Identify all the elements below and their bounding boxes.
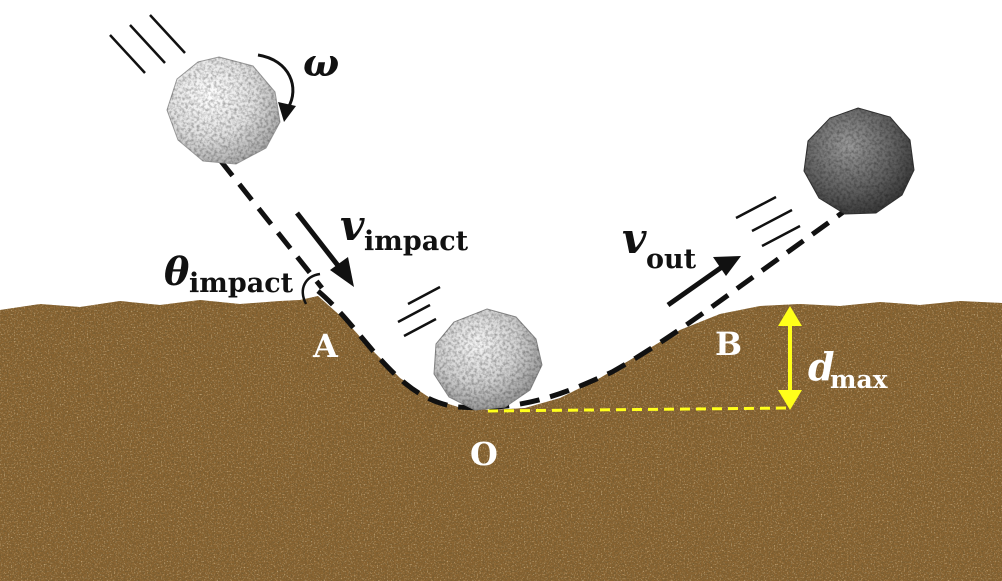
- trajectory: [218, 158, 862, 411]
- omega-label: ω: [303, 40, 339, 85]
- point-a-label: A: [312, 327, 339, 365]
- streak-bottom-2: [403, 317, 437, 338]
- impact-angle-arc: [301, 272, 321, 305]
- depth-baseline: [487, 406, 793, 413]
- rock-incoming: [166, 56, 281, 165]
- streak-bottom-1: [397, 303, 431, 324]
- incoming-trajectory: [218, 158, 324, 290]
- crater-trajectory: [316, 197, 862, 411]
- streak-bottom-3: [407, 285, 441, 306]
- streak-incoming-1: [109, 34, 146, 74]
- theta-impact-label: θ impact: [164, 249, 294, 299]
- rotation-arrow-head: [278, 102, 296, 122]
- d-max-label: d max: [808, 344, 889, 394]
- point-b-label: B: [715, 325, 742, 363]
- ground: [0, 296, 1002, 581]
- streak-incoming-2: [129, 24, 166, 64]
- motion-streaks: [109, 14, 801, 338]
- v-out-label: v out: [622, 214, 697, 275]
- streak-out-3: [761, 224, 801, 248]
- v-impact-label: v impact: [340, 201, 469, 257]
- outgoing-velocity-arrow: [666, 256, 741, 308]
- rock-outgoing: [803, 107, 915, 215]
- rock-at-bottom: [433, 308, 543, 411]
- rotation-arc: [257, 53, 295, 109]
- depth-guides: [487, 306, 802, 413]
- impact-velocity-arrow: [295, 211, 354, 287]
- streak-out-2: [751, 208, 793, 233]
- depth-arrow-bottom-head: [778, 390, 802, 410]
- streak-incoming-3: [149, 14, 186, 54]
- rotation-arrow: [257, 53, 296, 122]
- depth-arrow-top-head: [778, 306, 802, 326]
- point-o-label: O: [470, 435, 498, 473]
- streak-out-1: [735, 195, 777, 220]
